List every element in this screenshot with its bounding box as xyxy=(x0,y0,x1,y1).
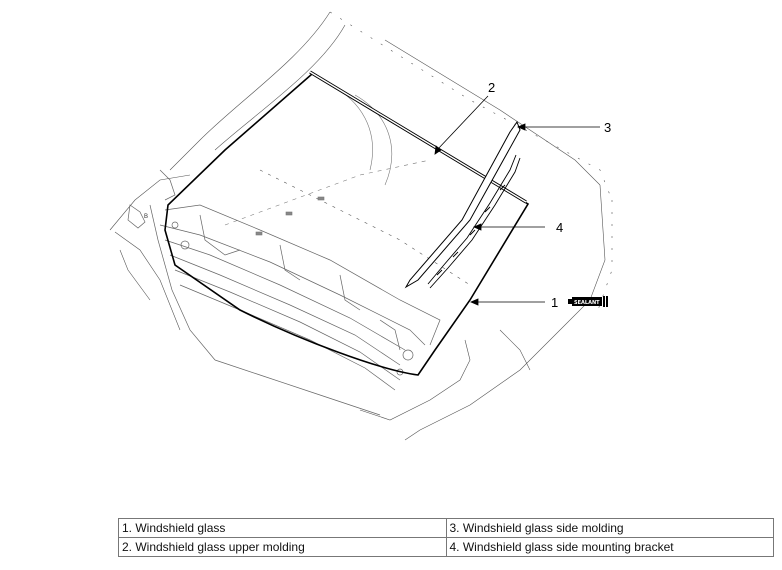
sealant-tube-icon: SEALANT xyxy=(568,296,608,307)
side-mounting-bracket xyxy=(427,154,521,289)
callout-3: 3 xyxy=(604,120,611,135)
table-row: 1. Windshield glass 3. Windshield glass … xyxy=(118,518,774,538)
callout-4: 4 xyxy=(556,220,563,235)
parts-legend-table: 1. Windshield glass 3. Windshield glass … xyxy=(118,518,774,557)
legend-cell: 3. Windshield glass side molding xyxy=(445,518,774,538)
legend-cell: 2. Windshield glass upper molding xyxy=(118,537,447,557)
callout-2: 2 xyxy=(488,80,495,95)
callout-1: 1 xyxy=(551,295,558,310)
legend-cell: 4. Windshield glass side mounting bracke… xyxy=(445,537,774,557)
side-molding xyxy=(404,120,521,289)
windshield-glass xyxy=(164,73,530,376)
windshield-exploded-diagram: 2 3 4 1 SEALANT B xyxy=(109,11,613,441)
vehicle-body-outline xyxy=(109,11,613,441)
cowl-panel xyxy=(127,169,441,416)
svg-text:SEALANT: SEALANT xyxy=(574,300,600,306)
table-row: 2. Windshield glass upper molding 4. Win… xyxy=(118,537,774,557)
svg-text:B: B xyxy=(144,214,148,220)
dash-reference xyxy=(224,84,431,236)
leader-lines xyxy=(434,95,600,306)
legend-cell: 1. Windshield glass xyxy=(118,518,447,538)
